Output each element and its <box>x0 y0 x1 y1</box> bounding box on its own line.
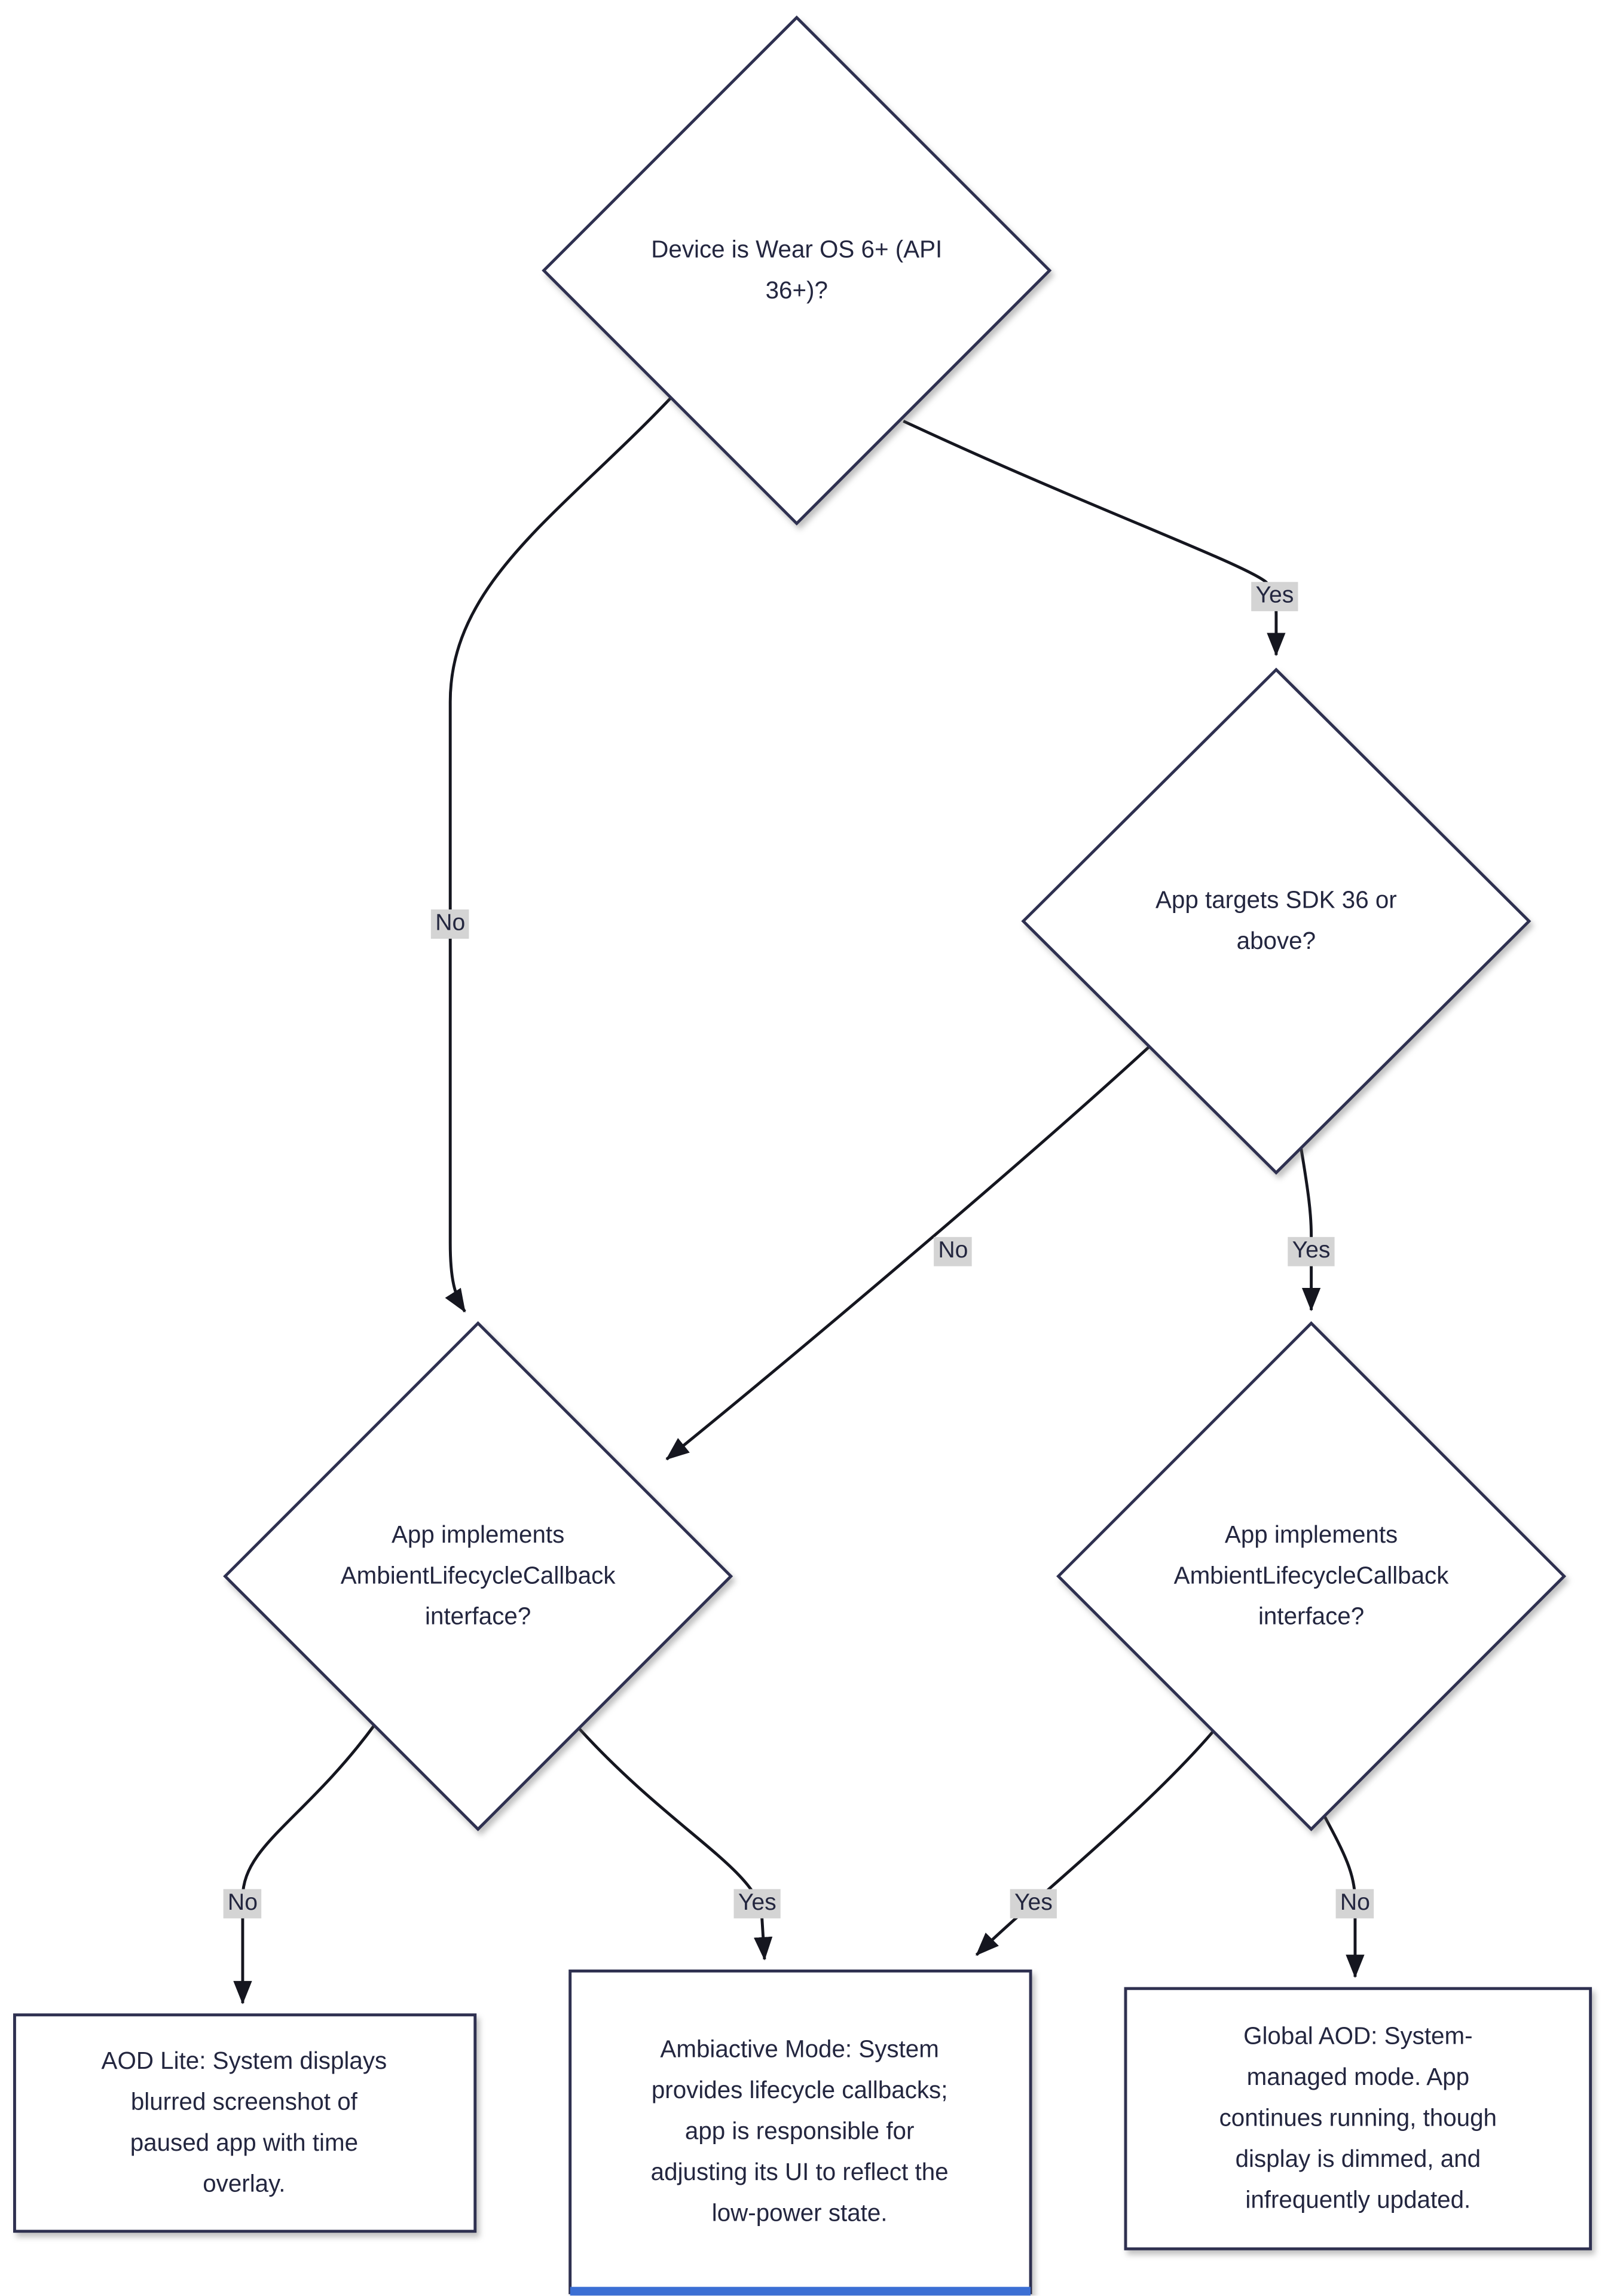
result-ambiactive-label: Ambiactive Mode: System provides lifecyc… <box>650 2037 949 2227</box>
edge-wear-os-yes <box>903 420 1286 657</box>
result-global-aod-box <box>1124 1987 1592 2251</box>
edge-label-sdk-yes: Yes <box>1288 1236 1335 1266</box>
result-global-aod-label: Global AOD: System-managed mode. App con… <box>1219 2023 1497 2214</box>
decision-wear-os-label: Device is Wear OS 6+ (API 36+)? <box>651 237 943 304</box>
edge-ambient-left-yes <box>577 1727 773 1961</box>
edge-label-ambient-right-no: No <box>1335 1889 1375 1919</box>
decision-ambient-left-label: App implements AmbientLifecycleCallback … <box>340 1522 616 1631</box>
result-ambiactive-box <box>568 1970 1032 2294</box>
edge-label-ambient-left-yes: Yes <box>733 1889 781 1919</box>
edge-sdk-yes <box>1300 1147 1321 1312</box>
edge-ambient-left-no <box>233 1724 376 2005</box>
decision-ambient-right-label: App implements AmbientLifecycleCallback … <box>1173 1522 1449 1631</box>
edge-group <box>233 396 1365 2005</box>
edge-label-ambient-right-yes: Yes <box>1010 1889 1057 1919</box>
decision-sdk36-diamond <box>1021 667 1531 1175</box>
edge-ambient-right-yes <box>975 1730 1215 1956</box>
decision-ambient-left-diamond <box>223 1321 733 1831</box>
edge-wear-os-no <box>445 396 672 1313</box>
edge-label-wear-os-yes: Yes <box>1251 582 1298 612</box>
bottom-blue-line <box>570 2286 1031 2296</box>
edge-label-wear-os-no: No <box>430 909 470 939</box>
decision-sdk36-label: App targets SDK 36 or above? <box>1155 887 1397 955</box>
result-aod-lite-box <box>13 2013 477 2233</box>
decision-wear-os-diamond <box>542 15 1052 526</box>
edge-sdk-no <box>665 1046 1150 1461</box>
result-aod-lite-label: AOD Lite: System displays blurred screen… <box>101 2048 387 2198</box>
decision-ambient-right-diamond <box>1056 1321 1567 1831</box>
edge-label-ambient-left-no: No <box>223 1889 262 1919</box>
edge-label-sdk-no: No <box>934 1236 973 1266</box>
node-shapes <box>13 15 1592 2294</box>
